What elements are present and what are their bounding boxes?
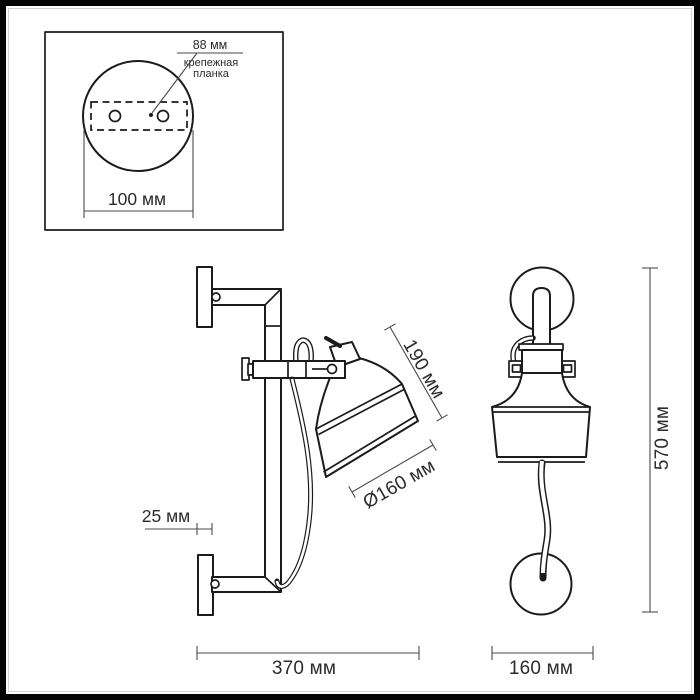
bracket-tab-right-hole [562, 364, 573, 373]
mounting-bracket-dashed [90, 101, 188, 131]
screw-top [211, 292, 221, 302]
hole-spacing-dimension: 88 мм [193, 38, 228, 52]
lamp-shade-front [491, 372, 591, 463]
shade-body-front [491, 372, 591, 458]
cord-loop-front [510, 335, 536, 374]
pivot-screw [326, 363, 338, 375]
lamp-side-view: 25 мм 370 мм 190 мм Ø160 мм [142, 266, 449, 679]
sheet-border-inner [8, 8, 692, 692]
support-bar-front [532, 287, 551, 346]
plate-width-dimension: 100 мм [108, 189, 166, 209]
clamp-bracket-side [241, 357, 346, 381]
base-width-dimension: 160 мм [509, 658, 573, 679]
shade-band-line2 [318, 388, 405, 436]
lamp-shade-side [315, 336, 419, 478]
shade-length-dim-line [389, 326, 443, 419]
center-point [149, 113, 153, 117]
lamp-front-view: 570 мм 160 мм [491, 266, 673, 679]
mounting-plate-inset: 88 мм крепежная планка 100 мм [44, 31, 284, 231]
wall-plate-top [196, 266, 213, 328]
shade-diameter-tick1 [348, 486, 356, 498]
power-cord-side [274, 376, 314, 589]
shade-diameter-dim-line [351, 444, 434, 493]
screw-bottom [210, 579, 220, 589]
arm-miter-top [264, 288, 282, 306]
wall-canopy-circle [82, 60, 194, 172]
cord-loop-side [292, 337, 314, 367]
shade-diameter-tick2 [429, 439, 437, 451]
mount-label-line2: планка [193, 68, 230, 80]
leader-line [151, 52, 198, 114]
shade-length-tick1 [384, 323, 396, 331]
depth-dimension: 370 мм [272, 658, 336, 679]
shade-band-line1 [315, 383, 403, 430]
bracket-body [252, 360, 346, 379]
front-view-dimensions: 570 мм 160 мм [491, 267, 673, 679]
bracket-tab-left-hole [511, 364, 522, 373]
screw-hole-right [156, 109, 170, 123]
lamp-holder-front [521, 349, 563, 374]
wall-offset-dimension: 25 мм [142, 506, 190, 526]
power-cord-front [537, 459, 552, 582]
shade-length-tick2 [436, 414, 448, 422]
height-dimension: 570 мм [652, 406, 673, 470]
support-arm [211, 288, 282, 593]
wall-plate-bottom-front [509, 552, 573, 616]
shade-body [315, 357, 419, 478]
screw-hole-left [108, 109, 122, 123]
shade-rim-line [323, 415, 416, 473]
switch-lever [324, 336, 342, 348]
arm-miter-bottom [264, 576, 282, 593]
mount-label-line1: крепежная [184, 57, 239, 69]
